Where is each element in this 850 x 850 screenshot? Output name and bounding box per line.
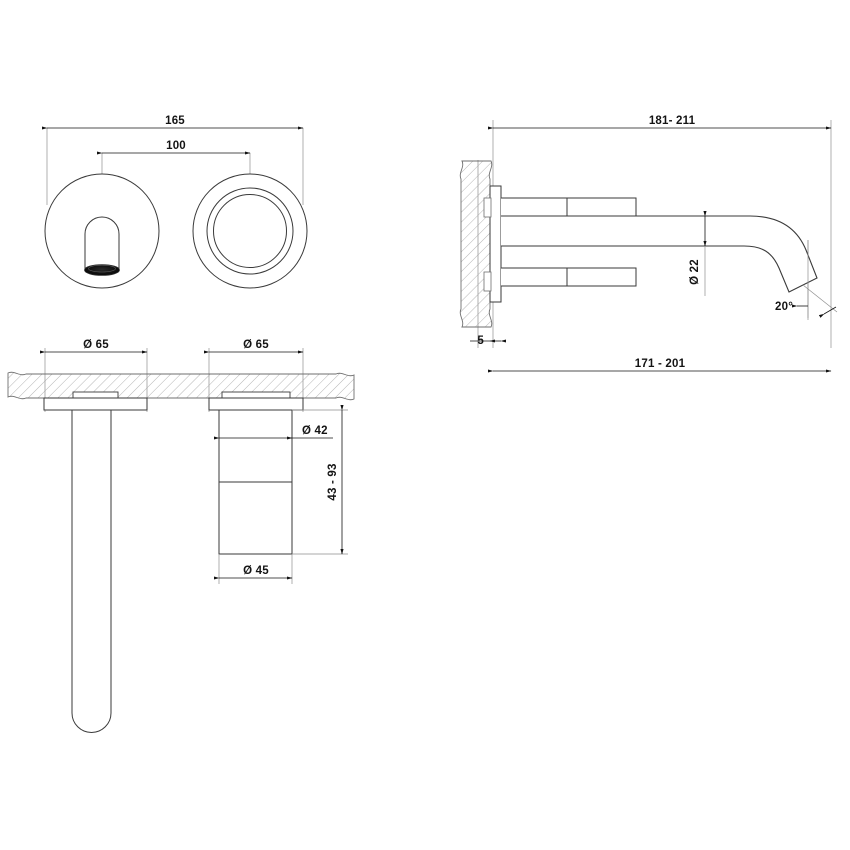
spout-upper-sleeve — [566, 197, 637, 217]
spout-rosette — [44, 173, 160, 289]
dim-spout-bore-diameter-label: Ø 22 — [689, 259, 701, 285]
handle-rosette-plate — [208, 397, 304, 411]
spout-section-assembly — [43, 391, 148, 733]
side-section-view: 181- 211 Ø 22 — [459, 115, 838, 373]
outlet-angle-arrow-right — [818, 306, 837, 318]
handle-section-assembly — [208, 391, 304, 555]
handle-shaft — [218, 409, 293, 483]
dim-projection-range-label: 43 - 93 — [327, 463, 339, 500]
dim-outlet-angle-label: 20° — [775, 301, 793, 313]
dim-rosette-left-diameter-label: Ø 65 — [83, 339, 109, 351]
dim-spout-projection-label: 171 - 201 — [635, 358, 686, 370]
dim-rosette-depth-label: 5 — [477, 335, 484, 347]
wall-section-view: Ø 65 Ø 65 Ø 42 — [7, 339, 355, 733]
spout-tube-silhouette — [84, 216, 120, 272]
dim-handle-body-diameter: Ø 45 — [213, 554, 293, 584]
spout-outlet-bore — [84, 264, 120, 276]
handle-rosette — [192, 173, 308, 289]
side-rosette-seat-lower — [483, 271, 492, 292]
dim-spout-projection: 171 - 201 — [487, 358, 832, 373]
dim-overall-width: 165 — [41, 115, 304, 130]
spout-main-body — [501, 215, 818, 293]
dim-total-projection: 181- 211 — [487, 115, 832, 130]
outlet-angle-ref — [802, 284, 838, 313]
dim-center-distance-label: 100 — [166, 140, 186, 152]
side-wall-slab — [459, 160, 493, 328]
spout-profile — [501, 197, 818, 293]
wall-hatch-region — [7, 371, 355, 401]
dim-rosette-right-diameter: Ø 65 — [203, 339, 304, 354]
dim-overall-width-label: 165 — [165, 115, 185, 127]
spout-aerator-ring — [88, 264, 116, 273]
dim-rosette-right-diameter-label: Ø 65 — [243, 339, 269, 351]
dim-rosette-depth: 5 — [470, 335, 507, 347]
dim-handle-body-diameter-label: Ø 45 — [243, 565, 269, 577]
handle-rosette-inner-circle — [213, 194, 287, 268]
dim-handle-shaft-diameter-label: Ø 42 — [302, 425, 328, 437]
dim-total-projection-label: 181- 211 — [649, 115, 696, 127]
dim-handle-shaft-diameter: Ø 42 — [213, 425, 333, 440]
side-rosette-seat-upper — [483, 197, 492, 218]
dim-projection-range: 43 - 93 — [292, 404, 348, 555]
front-elevation-view: 165 100 — [41, 115, 308, 289]
spout-lower-sleeve — [566, 267, 637, 287]
side-rosette-body — [489, 185, 502, 303]
dim-outlet-angle: 20° — [775, 240, 838, 318]
handle-body — [218, 481, 293, 555]
dim-rosette-left-diameter: Ø 65 — [39, 339, 148, 354]
spout-rosette-plate — [43, 397, 148, 411]
side-wall-hatch-region — [459, 160, 493, 328]
dim-center-distance: 100 — [96, 140, 251, 155]
dim-spout-bore-diameter: Ø 22 — [689, 210, 707, 296]
spout-tube-section — [71, 409, 112, 733]
wall-slab — [7, 371, 355, 401]
